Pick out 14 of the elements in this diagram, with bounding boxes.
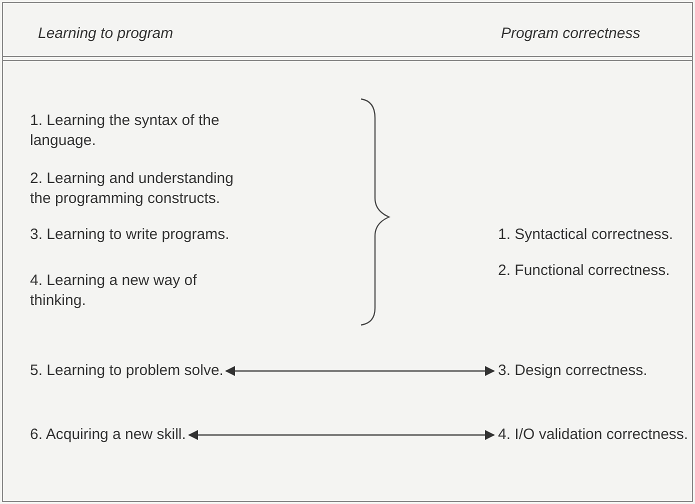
list-item: 2. Functional correctness.: [498, 261, 670, 281]
list-item: 4. Learning a new way of thinking.: [30, 271, 220, 311]
column-header: Program correctness: [501, 25, 640, 42]
list-item: 5. Learning to problem solve.: [30, 361, 224, 381]
list-item: 3. Design correctness.: [498, 361, 648, 381]
list-item: 6. Acquiring a new skill.: [30, 425, 186, 445]
list-item: 4. I/O validation correctness.: [498, 425, 688, 445]
column-header: Learning to program: [38, 25, 174, 42]
double-arrow: [188, 430, 495, 440]
double-arrow: [225, 366, 495, 376]
list-item: 1. Learning the syntax of the language.: [30, 111, 250, 151]
list-item: 2. Learning and understanding the programming constructs.: [30, 169, 255, 209]
list-item: 1. Syntactical correctness.: [498, 225, 674, 245]
list-item: 3. Learning to write programs.: [30, 225, 270, 245]
